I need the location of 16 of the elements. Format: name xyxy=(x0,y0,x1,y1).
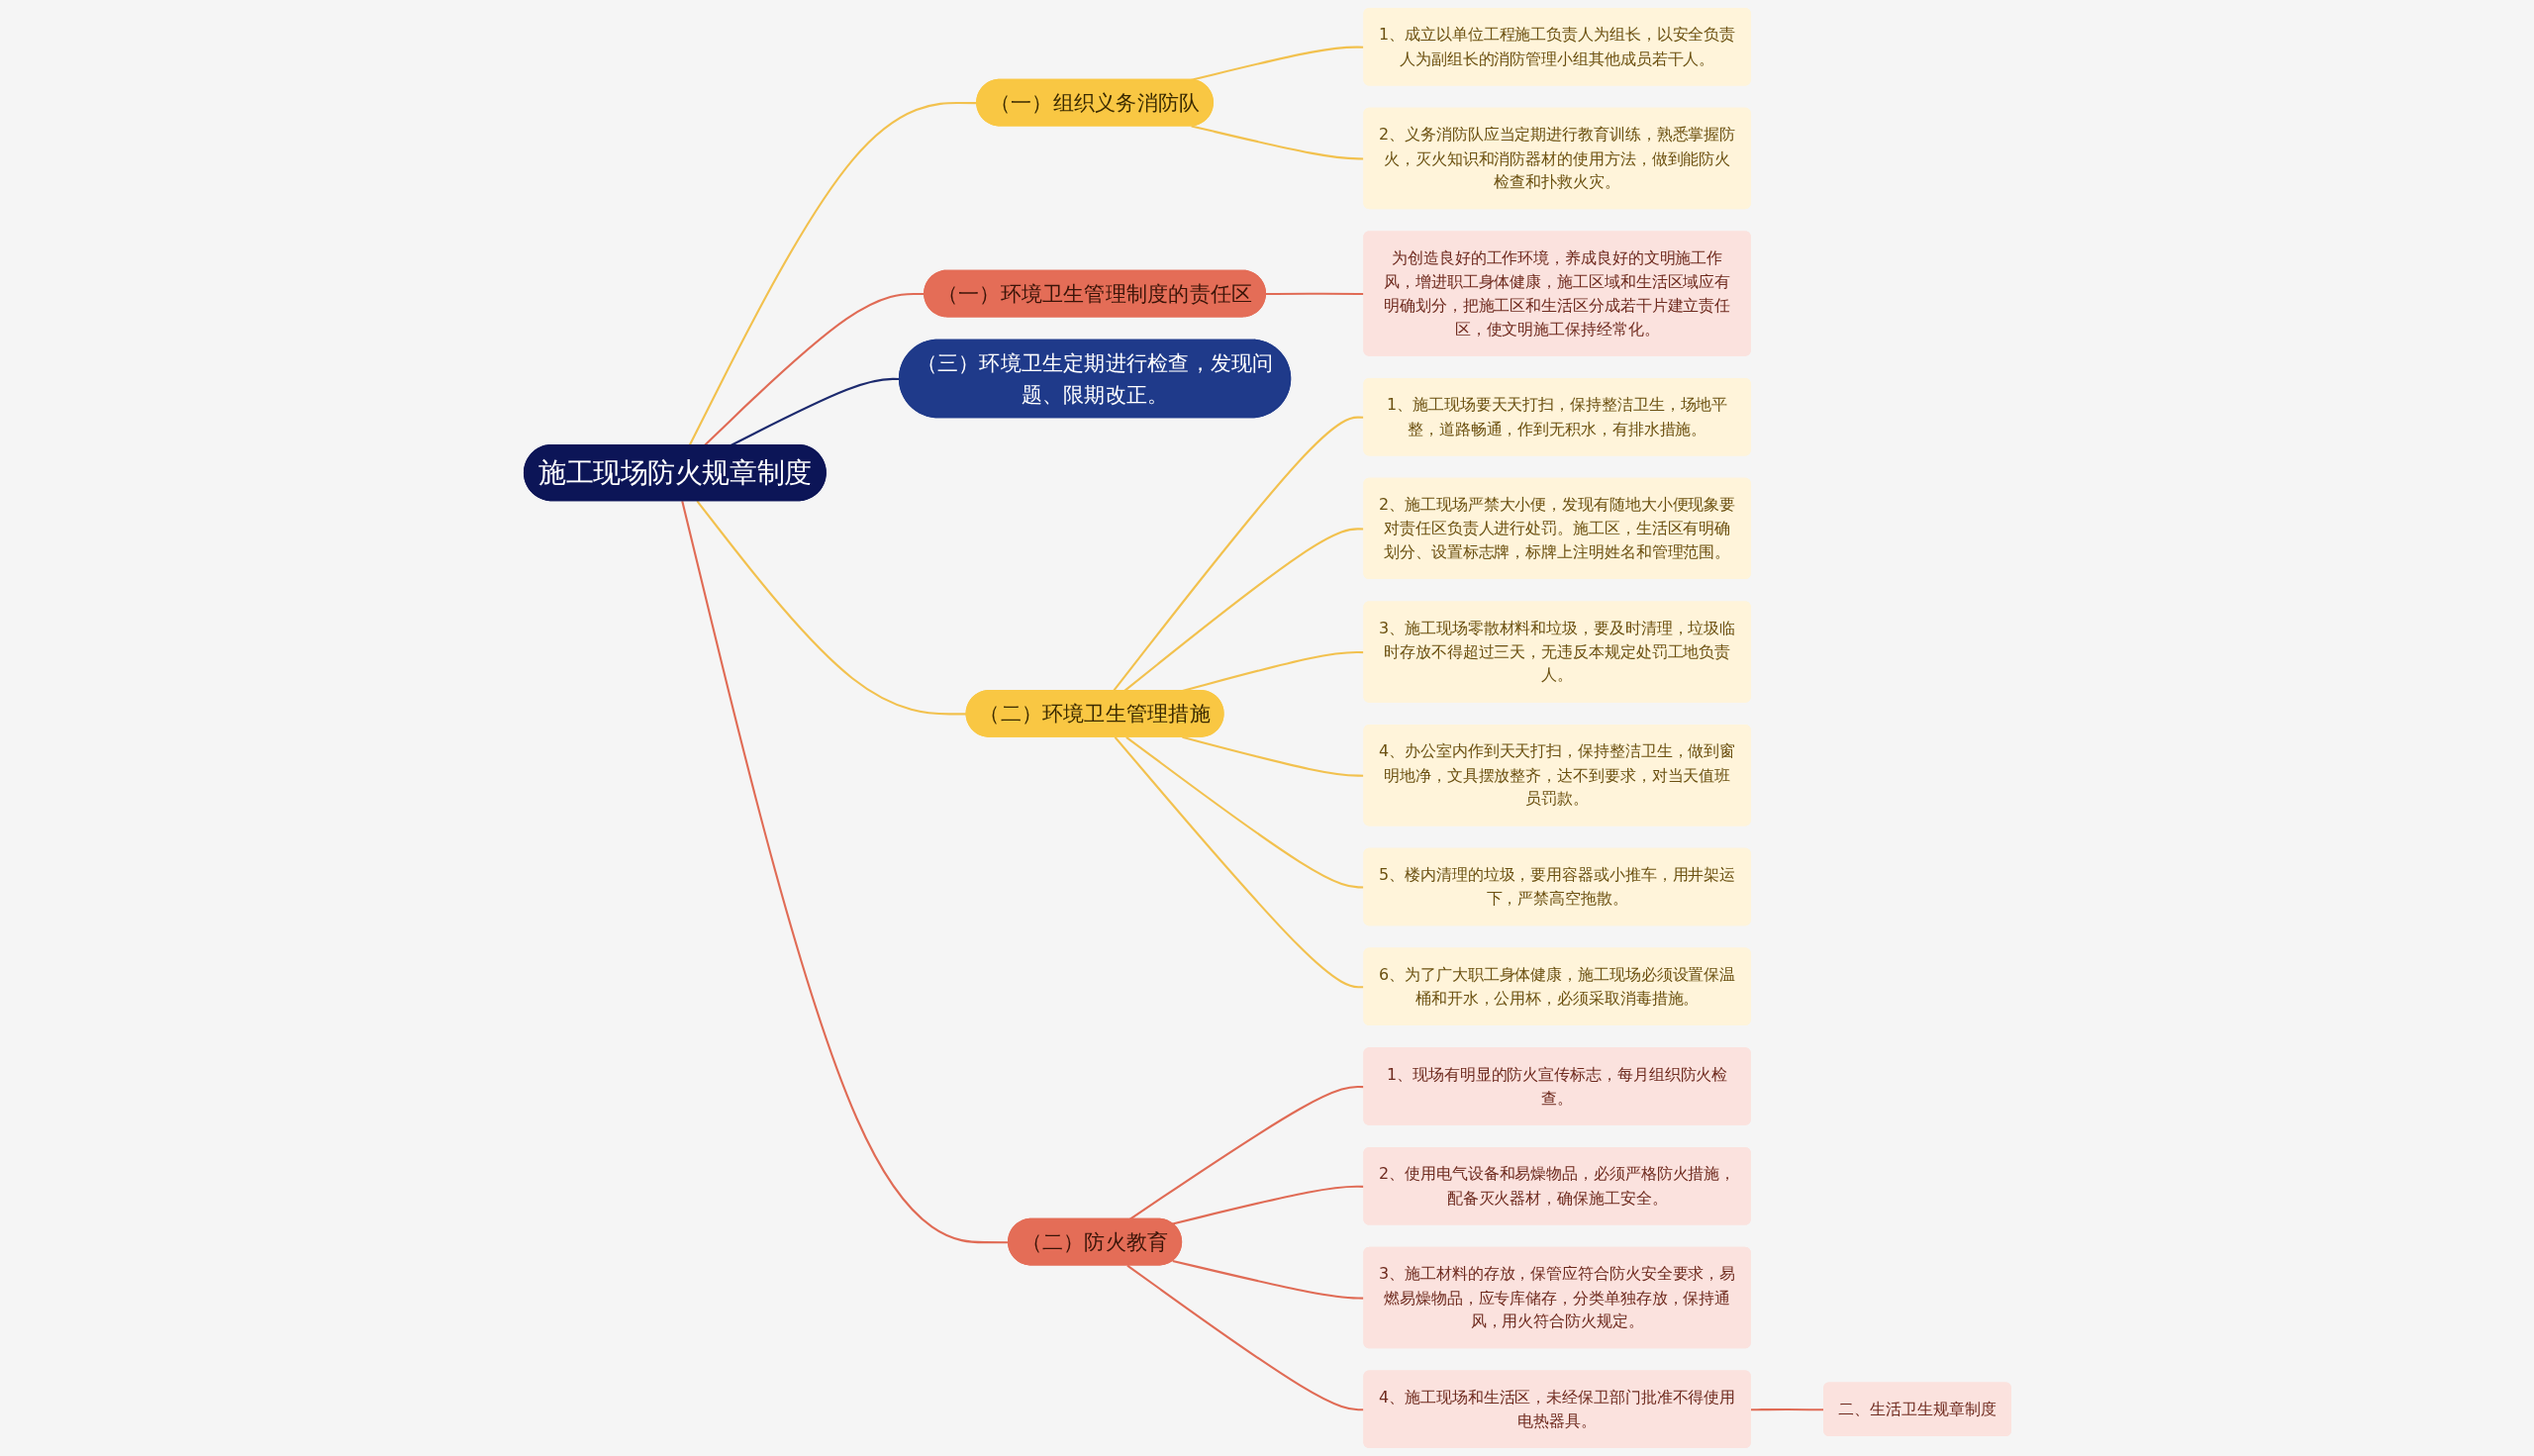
connector xyxy=(1128,1085,1364,1220)
connector xyxy=(680,500,1009,1244)
connector xyxy=(688,101,977,446)
connector xyxy=(1114,736,1364,989)
connector xyxy=(1124,735,1364,889)
connector xyxy=(1190,125,1364,160)
connector xyxy=(730,377,900,446)
connector xyxy=(1125,1264,1364,1411)
connector xyxy=(1171,1185,1364,1225)
connector xyxy=(1181,735,1364,777)
connector xyxy=(1171,1259,1364,1300)
connector xyxy=(1750,1407,1824,1411)
connector xyxy=(1122,528,1364,692)
connector xyxy=(703,292,925,446)
connector xyxy=(1112,416,1364,692)
connector xyxy=(1265,292,1364,296)
